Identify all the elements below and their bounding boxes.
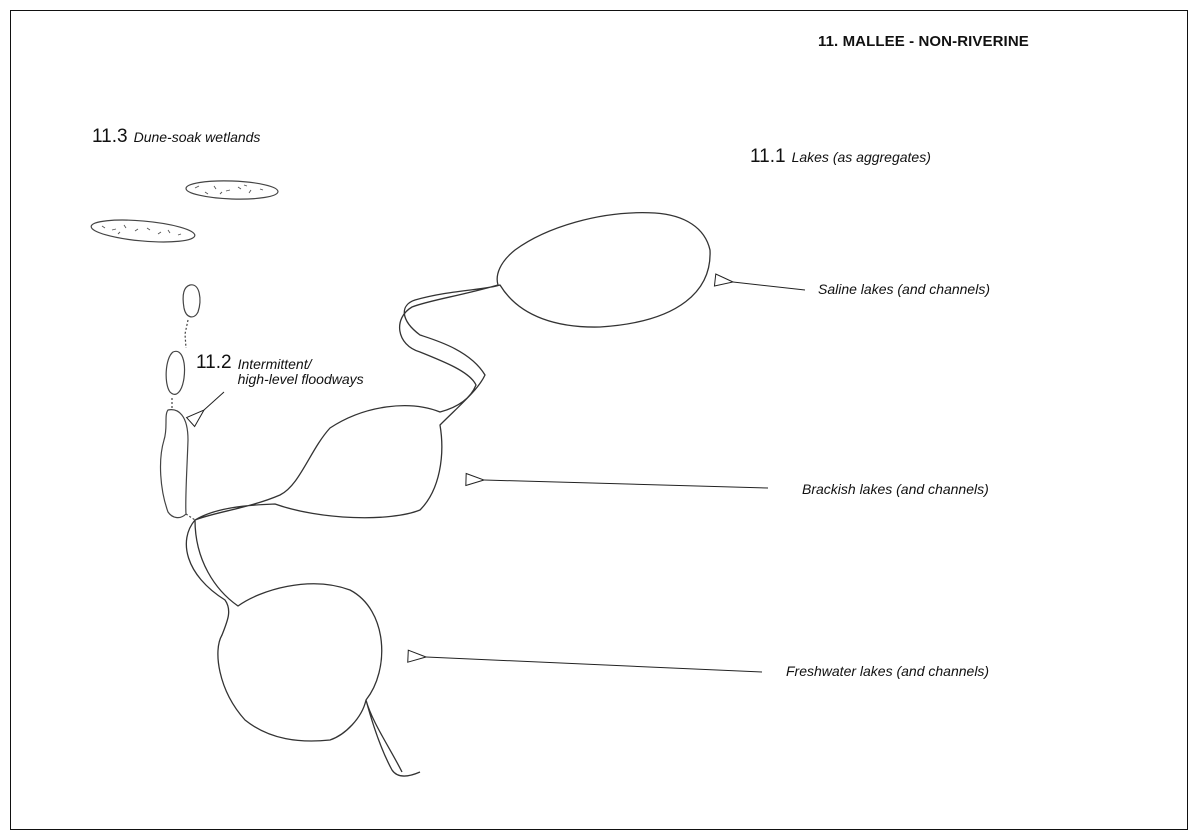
- label-floodways-name: Intermittent/high-level floodways: [238, 357, 364, 387]
- label-lakes: 11.1 Lakes (as aggregates): [750, 146, 931, 168]
- dune-soak-wetland-1: [185, 180, 279, 200]
- arrow-saline: [733, 282, 806, 291]
- label-floodways-number: 11.2: [196, 352, 232, 373]
- label-dune-soak-number: 11.3: [92, 126, 128, 147]
- label-dune-soak: 11.3 Dune-soak wetlands: [92, 126, 260, 148]
- label-floodways-line2: high-level floodways: [237, 371, 364, 387]
- label-floodways-line1: Intermittent/: [237, 356, 312, 372]
- arrow-freshwater: [426, 657, 763, 673]
- diagram-title: 11. MALLEE - NON-RIVERINE: [818, 33, 1029, 50]
- label-dune-soak-name: Dune-soak wetlands: [133, 129, 261, 145]
- label-brackish: Brackish lakes (and channels): [802, 481, 989, 497]
- lake-system-outline: [185, 212, 711, 777]
- floodway-chain: [159, 284, 201, 521]
- label-saline: Saline lakes (and channels): [818, 281, 990, 297]
- label-lakes-name: Lakes (as aggregates): [791, 149, 931, 165]
- dune-soak-wetland-2: [90, 219, 196, 243]
- label-floodways: 11.2 Intermittent/high-level floodways: [196, 352, 364, 387]
- label-lakes-number: 11.1: [750, 146, 786, 167]
- arrow-brackish: [484, 480, 769, 489]
- arrow-floodways: [204, 391, 225, 410]
- label-freshwater: Freshwater lakes (and channels): [786, 663, 990, 679]
